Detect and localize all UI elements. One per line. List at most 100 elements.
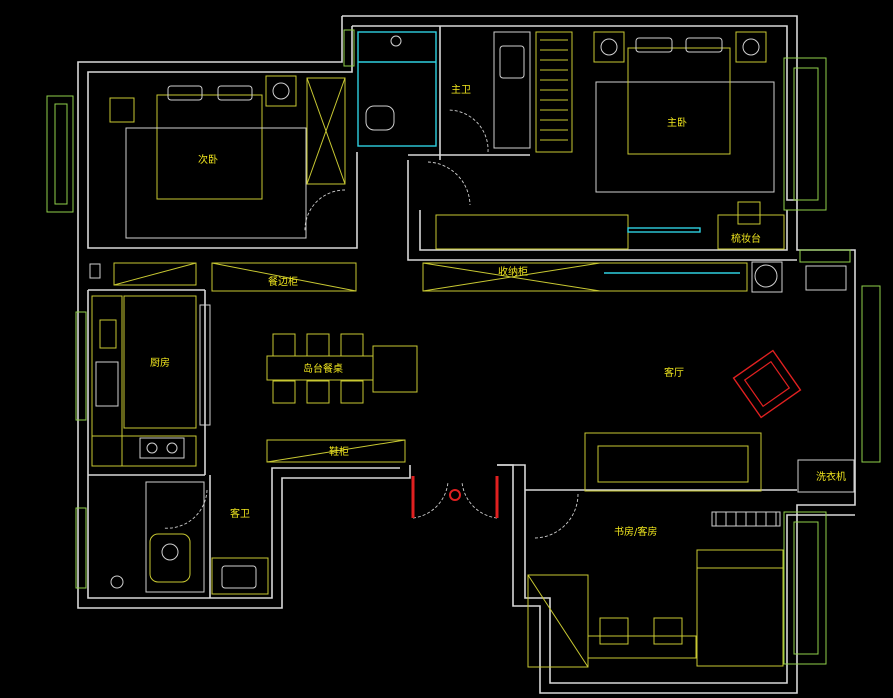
label-living-room: 客厅	[664, 366, 684, 379]
shower-guest	[145, 481, 205, 593]
nightstand-second-b	[265, 75, 297, 107]
label-study-guest: 书房/客房	[614, 525, 657, 538]
entrance-light-icon	[449, 489, 461, 501]
window-north-master	[783, 57, 827, 211]
kitchen-counter-south	[91, 435, 197, 467]
entrance-door-left	[412, 481, 449, 519]
living-room: 客厅 鞋柜 洗衣机	[266, 349, 855, 493]
west-inner	[87, 290, 400, 599]
sink-guest	[221, 565, 257, 589]
burner-a	[146, 442, 158, 454]
rug-master	[595, 81, 775, 193]
label-guest-bath: 客卫	[230, 507, 250, 520]
chair-n2	[306, 333, 330, 357]
door-master-bedroom	[427, 161, 471, 206]
bed-study	[696, 549, 784, 667]
entrance-door-right	[461, 481, 498, 519]
lamp-master-a	[600, 38, 618, 56]
master-bedroom: 主卧 梳妆台	[427, 31, 785, 250]
rug-second	[125, 127, 307, 239]
burner-b	[166, 442, 178, 454]
door-master-bath	[447, 109, 489, 153]
chair-s2	[306, 380, 330, 404]
door-second-bedroom	[304, 189, 346, 233]
nightstand-master-a	[593, 31, 625, 63]
label-washing-machine: 洗衣机	[816, 470, 846, 483]
second-bed-wall	[87, 26, 358, 249]
laundry-sink	[805, 265, 847, 291]
window-guest-bath	[75, 507, 87, 589]
pillow-second-b	[217, 85, 253, 101]
pillow-master-b	[685, 37, 723, 53]
stove	[139, 437, 185, 459]
window-kitchen	[75, 311, 87, 421]
wardrobe-master-hangers	[540, 39, 568, 141]
label-sideboard: 餐边柜	[268, 275, 298, 288]
kitchen-counter	[123, 295, 197, 429]
storage-cabinet-body	[422, 262, 748, 292]
door-study	[533, 493, 579, 539]
pillow-second-a	[167, 85, 203, 101]
toilet-master	[365, 105, 395, 131]
label-storage-cabinet: 收纳柜	[498, 265, 528, 278]
pillow-master-a	[635, 37, 673, 53]
chair-n3	[340, 333, 364, 357]
dressing-stool	[737, 201, 761, 225]
sideboard-body	[211, 262, 357, 292]
armchair	[732, 349, 802, 419]
window-study-inner	[793, 521, 819, 655]
chair-study-b	[653, 617, 683, 645]
toilet-bowl	[161, 543, 179, 561]
appliance-round	[754, 264, 778, 288]
chair-n1	[272, 333, 296, 357]
guest-bathroom: 客卫	[110, 481, 269, 595]
lamp-master-b	[742, 38, 760, 56]
nightstand-master-b	[735, 31, 767, 63]
kitchen: 厨房	[91, 295, 211, 467]
windows	[46, 29, 881, 665]
shoe-cabinet	[266, 439, 406, 463]
living-south-wall	[497, 464, 855, 684]
sink-master	[499, 45, 525, 79]
vanity-guest	[211, 557, 269, 595]
wardrobe-rod	[627, 227, 701, 233]
wardrobe-master	[535, 31, 573, 153]
column-marker	[89, 263, 101, 279]
squat-toilet	[149, 533, 191, 583]
inner-wall-north	[352, 25, 797, 201]
dressing-table	[717, 214, 785, 250]
lamp-second	[272, 82, 290, 100]
entrance	[411, 476, 499, 519]
window-bath-north	[343, 29, 355, 67]
shower-area	[357, 31, 437, 147]
outer-wall-west	[77, 16, 411, 609]
second-bedroom: 次卧	[109, 75, 346, 239]
sofa-seat	[597, 445, 749, 483]
wardrobe-second	[306, 77, 346, 185]
wardrobe-study-hangers	[715, 512, 777, 526]
bed-master	[627, 47, 731, 155]
label-island-dining: 岛台餐桌	[303, 362, 343, 375]
master-bed-inner	[419, 210, 788, 251]
door-guest-bath	[162, 489, 208, 529]
label-dressing-table: 梳妆台	[731, 232, 761, 245]
sideboard: 餐边柜	[89, 262, 357, 292]
outer-wall-north	[342, 15, 856, 694]
kitchen-upper-cabinet	[113, 262, 197, 286]
vanity-master	[493, 31, 531, 149]
study-guest-room: 书房/客房	[527, 493, 784, 668]
window-study	[783, 511, 827, 665]
label-shoe-cabinet: 鞋柜	[329, 445, 349, 458]
label-kitchen: 厨房	[150, 356, 170, 369]
window-west-bedroom	[46, 95, 74, 213]
bookshelf-study	[527, 574, 589, 668]
chair-study-a	[599, 617, 629, 645]
window-west-bedroom-inner	[54, 103, 68, 205]
nightstand-second	[109, 97, 135, 123]
shower-drain-icon	[390, 35, 402, 47]
chair-s1	[272, 380, 296, 404]
floor-drain-icon	[110, 575, 124, 589]
window-laundry	[799, 249, 851, 263]
label-master-bedroom: 主卧	[667, 116, 687, 129]
